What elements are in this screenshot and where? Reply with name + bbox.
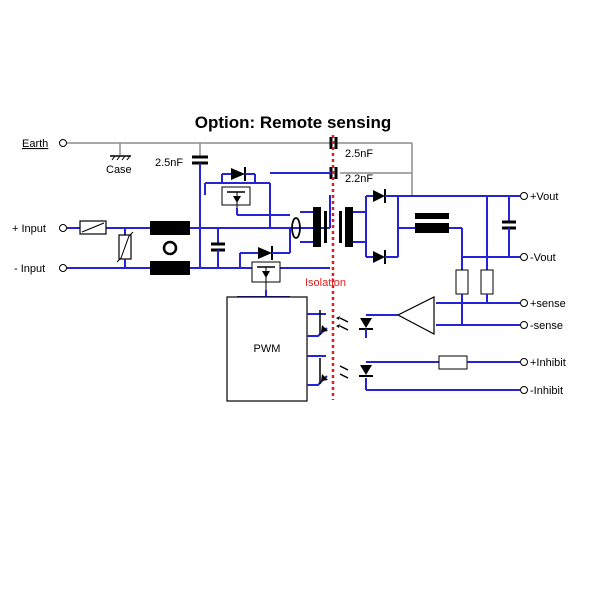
output-capacitor <box>502 196 516 257</box>
input-choke <box>150 221 190 275</box>
diagram-title: Option: Remote sensing <box>195 113 391 132</box>
plus-inhibit-terminal[interactable] <box>520 358 528 366</box>
plus-input-terminal[interactable] <box>59 224 67 232</box>
input-capacitor <box>211 228 225 268</box>
cap-top2-label: 2.2nF <box>345 173 373 185</box>
optocoupler-inhibit <box>307 355 520 391</box>
earth-line <box>59 139 413 196</box>
plus-inhibit-label: +Inhibit <box>530 357 566 369</box>
varistor-symbol <box>116 228 134 268</box>
minus-inhibit-terminal[interactable] <box>520 386 528 394</box>
error-amplifier <box>380 296 435 335</box>
optocoupler-feedback <box>307 310 380 338</box>
isolation-transformer <box>300 195 367 257</box>
output-choke <box>415 213 520 258</box>
minus-input-label: - Input <box>14 263 45 275</box>
pwm-block <box>226 296 308 402</box>
plus-vout-terminal[interactable] <box>520 192 528 200</box>
cap-left-label: 2.5nF <box>155 157 183 169</box>
minus-input-terminal[interactable] <box>59 264 67 272</box>
minus-sense-label: -sense <box>530 320 563 332</box>
earth-label: Earth <box>22 138 48 150</box>
inhibit-resistor <box>438 355 520 370</box>
sense-resistors <box>436 196 520 326</box>
current-transformer <box>291 217 301 239</box>
case-label: Case <box>106 164 132 176</box>
y-capacitor-left <box>192 155 208 183</box>
lower-mosfet-network <box>237 228 291 298</box>
output-rectifier <box>366 189 520 264</box>
plus-vout-label: +Vout <box>530 191 558 203</box>
plus-input-label: + Input <box>12 223 46 235</box>
case-ground-symbol <box>110 155 131 161</box>
cap-top1-label: 2.5nF <box>345 148 373 160</box>
minus-sense-terminal[interactable] <box>520 321 528 329</box>
y-capacitor-top-2 <box>270 167 338 179</box>
upper-mosfet-network <box>199 167 290 268</box>
minus-inhibit-label: -Inhibit <box>530 385 563 397</box>
plus-sense-terminal[interactable] <box>520 299 528 307</box>
y-capacitor-top-1 <box>329 137 338 149</box>
plus-sense-label: +sense <box>530 298 566 310</box>
fuse-line <box>81 222 105 233</box>
pwm-label: PWM <box>254 343 281 355</box>
minus-vout-terminal[interactable] <box>520 253 528 261</box>
minus-vout-label: -Vout <box>530 252 556 264</box>
isolation-label: Isolation <box>305 277 346 289</box>
